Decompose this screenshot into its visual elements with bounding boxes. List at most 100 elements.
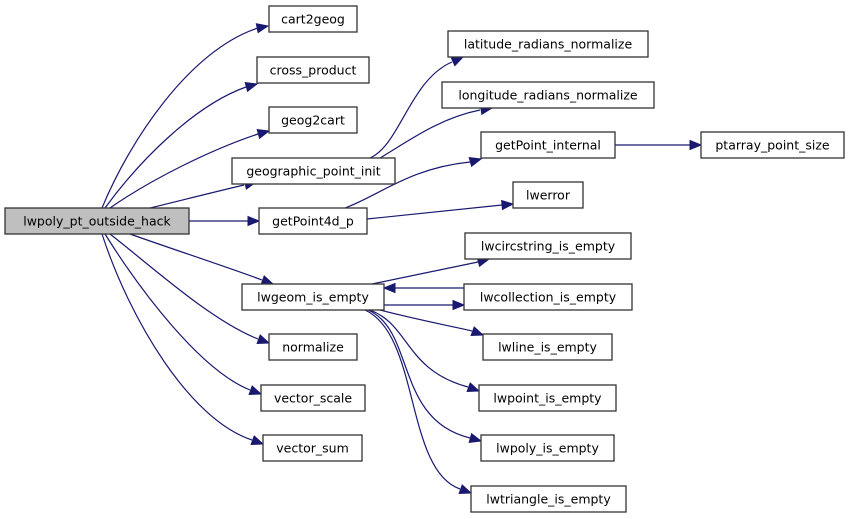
edges-layer xyxy=(101,23,703,494)
node-cart2geog[interactable]: cart2geog xyxy=(268,5,358,33)
edge-lwgeom_is_empty-to-lwpoly_is_empty xyxy=(367,309,483,444)
node-normalize[interactable]: normalize xyxy=(268,333,358,361)
edge-line xyxy=(149,184,245,209)
edge-lwcollection_is_empty-to-lwgeom_is_empty xyxy=(382,282,464,294)
node-label: vector_sum xyxy=(276,441,349,456)
node-label: ptarray_point_size xyxy=(715,138,830,153)
node-box xyxy=(464,232,632,260)
node-label: lwcircstring_is_empty xyxy=(481,239,616,254)
edge-lwpoly_pt_outside_hack-to-cross_product xyxy=(104,81,259,209)
arrowhead-icon xyxy=(466,382,481,392)
node-label: getPoint4d_p xyxy=(272,214,354,229)
node-box xyxy=(260,384,366,412)
node-box xyxy=(478,384,617,412)
node-lwerror[interactable]: lwerror xyxy=(512,181,584,209)
node-ptarray-point-size[interactable]: ptarray_point_size xyxy=(700,131,845,159)
node-lwpoint-is-empty[interactable]: lwpoint_is_empty xyxy=(478,384,617,412)
node-box xyxy=(441,81,655,109)
arrowhead-icon xyxy=(248,385,263,395)
edge-lwgeom_is_empty-to-lwtriangle_is_empty xyxy=(364,309,473,494)
node-lwpoly-is-empty[interactable]: lwpoly_is_empty xyxy=(480,434,615,462)
node-lwgeom-is-empty[interactable]: lwgeom_is_empty xyxy=(241,283,385,311)
node-label: lwgeom_is_empty xyxy=(257,290,369,305)
edge-lwpoly_pt_outside_hack-to-vector_sum xyxy=(101,233,265,445)
node-box xyxy=(482,333,613,361)
edge-lwpoly_pt_outside_hack-to-geog2cart xyxy=(109,128,271,209)
arrowhead-icon xyxy=(255,23,270,34)
edge-line xyxy=(129,233,263,281)
node-geog2cart[interactable]: geog2cart xyxy=(268,106,358,134)
arrowhead-icon xyxy=(382,282,396,294)
node-label: cart2geog xyxy=(281,12,345,27)
arrowhead-icon xyxy=(470,326,485,336)
edge-line xyxy=(101,27,259,209)
node-box xyxy=(480,131,616,159)
arrowhead-icon xyxy=(244,81,259,93)
edge-line xyxy=(109,233,259,340)
node-getPoint4d-p[interactable]: getPoint4d_p xyxy=(258,207,368,235)
edge-line xyxy=(364,309,461,490)
edge-lwgeom_is_empty-to-lwcollection_is_empty xyxy=(384,299,466,311)
node-lwpoly-pt-outside-hack: lwpoly_pt_outside_hack xyxy=(4,207,190,235)
arrowhead-icon xyxy=(468,156,483,168)
edge-line xyxy=(109,133,259,209)
node-vector-sum[interactable]: vector_sum xyxy=(262,434,363,462)
node-label: longitude_radians_normalize xyxy=(458,88,638,103)
arrowhead-icon xyxy=(247,215,261,227)
edge-lwgeom_is_empty-to-lwcircstring_is_empty xyxy=(371,256,491,285)
node-box xyxy=(231,157,396,185)
node-lwcollection-is-empty[interactable]: lwcollection_is_empty xyxy=(463,283,633,311)
node-label: cross_product xyxy=(270,63,357,78)
node-latitude-radians-normalize[interactable]: latitude_radians_normalize xyxy=(447,30,649,58)
edge-line xyxy=(369,61,453,159)
edge-lwpoly_pt_outside_hack-to-cart2geog xyxy=(101,23,270,209)
node-label: normalize xyxy=(282,340,344,355)
node-box xyxy=(480,434,615,462)
node-label: lwtriangle_is_empty xyxy=(486,492,611,507)
node-label: latitude_radians_normalize xyxy=(464,37,633,52)
node-box xyxy=(4,207,190,235)
node-label: lwpoint_is_empty xyxy=(493,391,602,406)
edge-lwpoly_pt_outside_hack-to-lwgeom_is_empty xyxy=(129,233,275,285)
edge-line xyxy=(366,204,503,220)
node-box xyxy=(447,30,649,58)
edge-getPoint_internal-to-ptarray_point_size xyxy=(615,139,703,151)
edge-lwgeom_is_empty-to-lwpoint_is_empty xyxy=(369,309,481,392)
node-label: geographic_point_init xyxy=(246,164,380,179)
arrowhead-icon xyxy=(689,139,703,151)
node-vector-scale[interactable]: vector_scale xyxy=(260,384,366,412)
edge-line xyxy=(104,86,247,209)
node-longitude-radians-normalize[interactable]: longitude_radians_normalize xyxy=(441,81,655,109)
arrowhead-icon xyxy=(450,56,465,67)
edge-line xyxy=(367,309,471,439)
node-box xyxy=(268,5,358,33)
node-lwline-is-empty[interactable]: lwline_is_empty xyxy=(482,333,613,361)
node-lwcircstring-is-empty[interactable]: lwcircstring_is_empty xyxy=(464,232,632,260)
node-label: lwpoly_pt_outside_hack xyxy=(23,214,171,229)
arrowhead-icon xyxy=(501,199,515,211)
edge-lwpoly_pt_outside_hack-to-getPoint4d_p xyxy=(189,215,261,227)
edge-geographic_point_init-to-longitude_radians_normalize xyxy=(379,104,494,159)
arrowhead-icon xyxy=(256,128,271,140)
node-box xyxy=(512,181,584,209)
edge-lwgeom_is_empty-to-lwline_is_empty xyxy=(379,309,485,336)
arrowhead-icon xyxy=(468,432,483,444)
edge-line xyxy=(344,161,471,209)
node-geographic-point-init[interactable]: geographic_point_init xyxy=(231,157,396,185)
edge-getPoint4d_p-to-lwerror xyxy=(366,199,515,220)
edge-line xyxy=(379,309,473,332)
node-getPoint-internal[interactable]: getPoint_internal xyxy=(480,131,616,159)
edge-lwpoly_pt_outside_hack-to-normalize xyxy=(109,233,271,344)
arrowhead-icon xyxy=(458,484,473,494)
nodes-layer: lwpoly_pt_outside_hack cart2geog cross_pro… xyxy=(4,5,845,513)
node-cross-product[interactable]: cross_product xyxy=(256,56,370,84)
node-box xyxy=(470,485,627,513)
arrowhead-icon xyxy=(256,334,271,344)
node-label: geog2cart xyxy=(281,113,345,128)
edge-line xyxy=(101,233,253,441)
edge-getPoint4d_p-to-getPoint_internal xyxy=(344,156,483,209)
node-lwtriangle-is-empty[interactable]: lwtriangle_is_empty xyxy=(470,485,627,513)
arrowhead-icon xyxy=(260,275,275,285)
node-box xyxy=(241,283,385,311)
